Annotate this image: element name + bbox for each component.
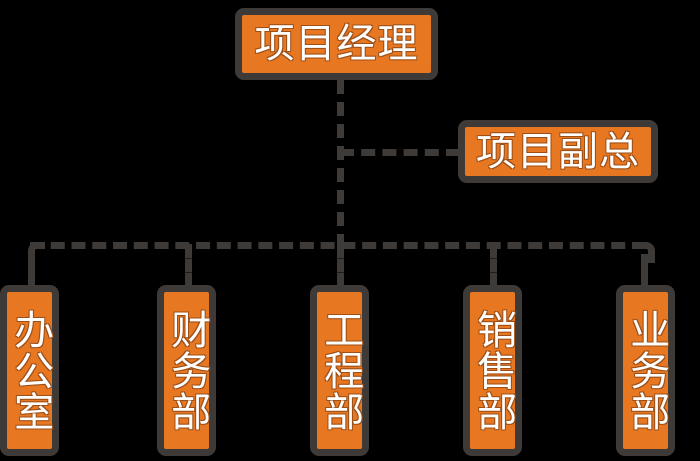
connector-drop-business — [641, 254, 648, 287]
node-department-sales-label: 销售部 — [470, 309, 517, 432]
node-project-manager[interactable]: 项目经理 — [235, 8, 438, 80]
node-project-manager-label: 项目经理 — [254, 21, 419, 67]
connector-root-to-deputy — [340, 149, 460, 156]
node-deputy-general-manager[interactable]: 项目副总 — [458, 120, 658, 183]
node-department-engineering-label: 工程部 — [317, 309, 364, 432]
node-department-office-label: 办公室 — [7, 309, 54, 432]
node-department-finance[interactable]: 财务部 — [157, 285, 216, 456]
node-department-engineering[interactable]: 工程部 — [310, 285, 369, 456]
connector-drop-office — [28, 254, 35, 287]
node-department-office[interactable]: 办公室 — [0, 285, 59, 456]
connector-drop-sales — [490, 244, 497, 287]
node-department-business-label: 业务部 — [623, 309, 670, 432]
connector-elbow-left — [28, 242, 45, 263]
connector-elbow-right — [638, 242, 655, 263]
connector-root-trunk — [337, 80, 344, 248]
node-deputy-general-manager-label: 项目副总 — [476, 128, 640, 175]
node-department-finance-label: 财务部 — [164, 309, 211, 432]
connector-drop-engineering — [337, 244, 344, 287]
connector-drop-finance — [185, 244, 192, 287]
node-department-business[interactable]: 业务部 — [616, 285, 675, 456]
node-department-sales[interactable]: 销售部 — [463, 285, 522, 456]
